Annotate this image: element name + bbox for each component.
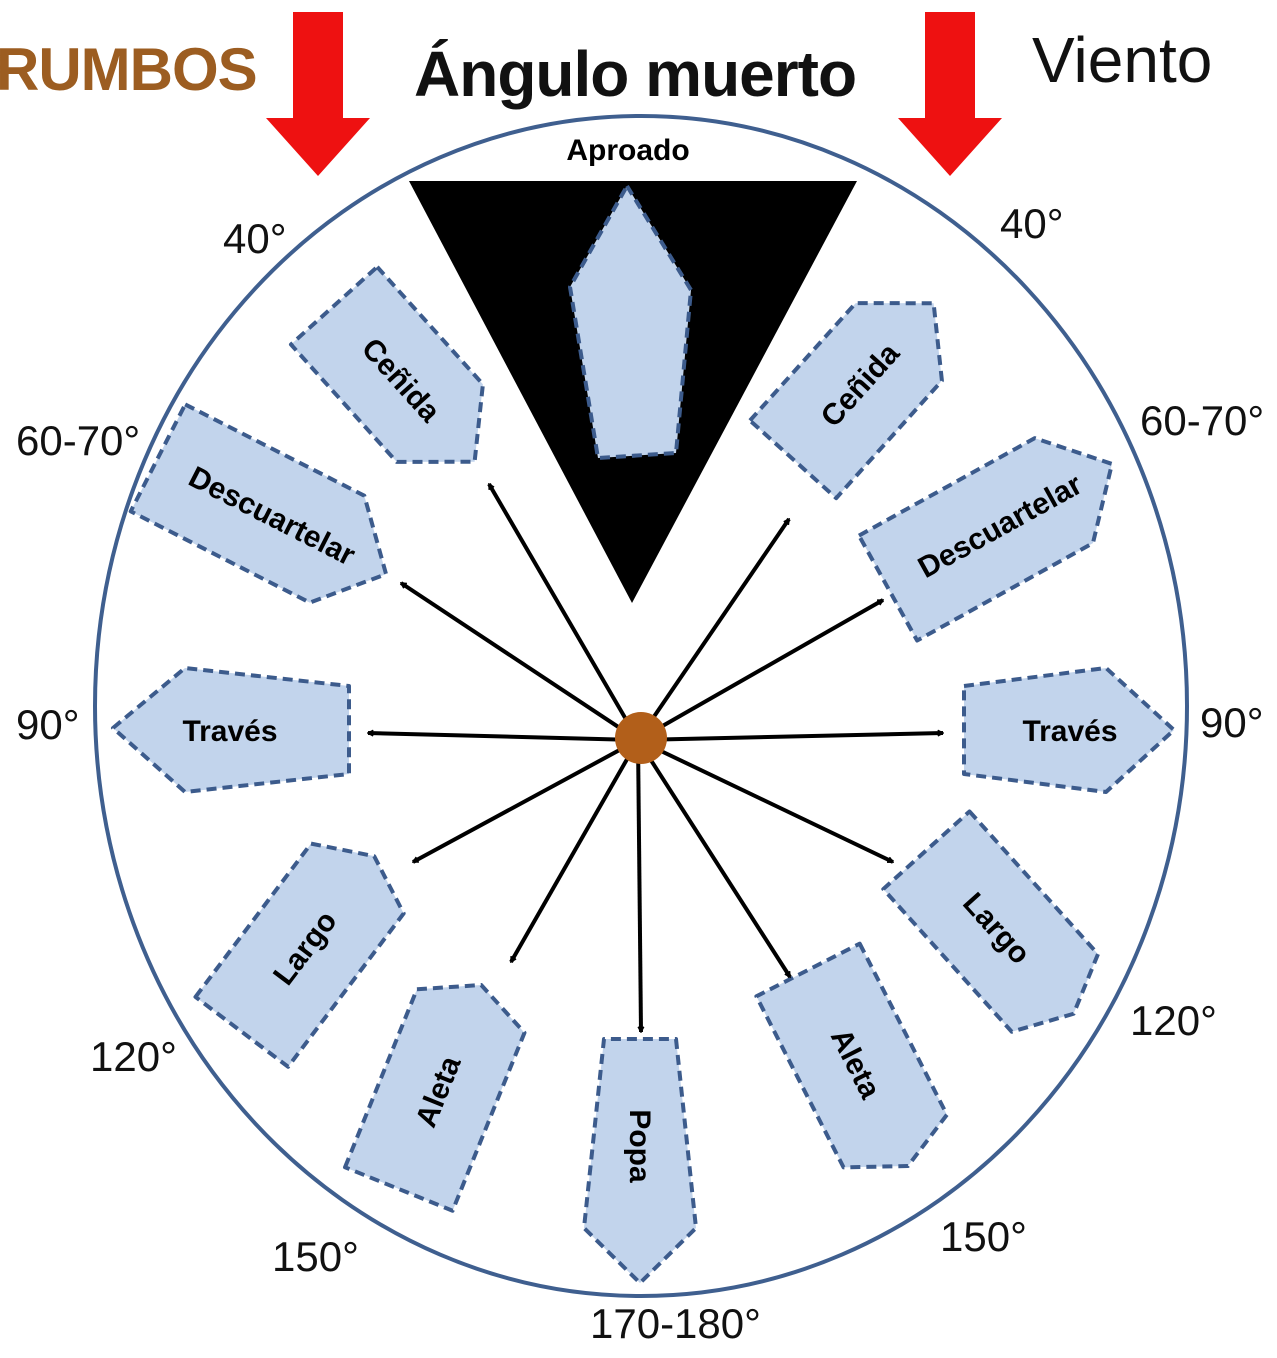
heading-arrows xyxy=(368,484,943,1032)
deg-40-right: 40° xyxy=(1000,200,1064,247)
boat-traves-right: Través xyxy=(962,666,1176,794)
arrow-cenida-right xyxy=(636,519,791,742)
svg-text:Popa: Popa xyxy=(623,1109,656,1183)
svg-text:Través: Través xyxy=(1022,715,1117,748)
wind-arrow-left xyxy=(266,12,370,176)
angulo-muerto-title: Ángulo muerto xyxy=(414,38,857,110)
boat-traves-left: Través xyxy=(111,666,351,794)
arrow-aleta-right xyxy=(636,738,792,977)
rumbos-title: RUMBOS xyxy=(0,36,258,103)
boat-descuartelar-right: Descuartelar xyxy=(856,436,1114,643)
arrow-descuartelar-right xyxy=(637,598,883,742)
arrow-traves-right xyxy=(637,733,943,742)
deg-150-right: 150° xyxy=(940,1213,1027,1260)
deg-150-left: 150° xyxy=(272,1233,359,1280)
boat-popa: Popa xyxy=(582,1037,698,1285)
boat-aleta-right: Aleta xyxy=(754,941,949,1170)
deg-60-70-left: 60-70° xyxy=(16,417,141,464)
svg-text:Través: Través xyxy=(182,715,277,748)
boat-largo-right: Largo xyxy=(881,809,1100,1034)
arrow-aleta-left xyxy=(509,739,640,962)
boat-cenida-left: Ceñida xyxy=(288,264,485,464)
boat-largo-left: Largo xyxy=(193,841,406,1069)
center-dot xyxy=(615,712,667,764)
deg-60-70-right: 60-70° xyxy=(1140,397,1265,444)
aproado-label: Aproado xyxy=(566,134,689,167)
arrow-descuartelar-left xyxy=(401,581,640,742)
deg-120-right: 120° xyxy=(1130,997,1217,1044)
sailing-circle xyxy=(93,114,1189,1298)
deg-40-left: 40° xyxy=(223,215,287,262)
boat-aleta-left: Aleta xyxy=(343,983,527,1213)
deg-90-left: 90° xyxy=(16,701,80,748)
viento-title: Viento xyxy=(1032,24,1213,96)
deg-170-180: 170-180° xyxy=(590,1300,761,1347)
aproado-boat xyxy=(568,184,693,460)
deg-90-right: 90° xyxy=(1200,699,1264,746)
arrow-largo-right xyxy=(637,738,893,864)
wind-arrow-right xyxy=(898,12,1002,176)
arrow-traves-left xyxy=(368,733,639,742)
arrow-popa xyxy=(636,739,641,1032)
deg-120-left: 120° xyxy=(90,1033,177,1080)
boat-descuartelar-left: Descuartelar xyxy=(128,402,389,605)
arrow-largo-left xyxy=(413,738,639,864)
arrow-cenida-left xyxy=(487,484,640,742)
boat-cenida-right: Ceñida xyxy=(747,301,944,501)
